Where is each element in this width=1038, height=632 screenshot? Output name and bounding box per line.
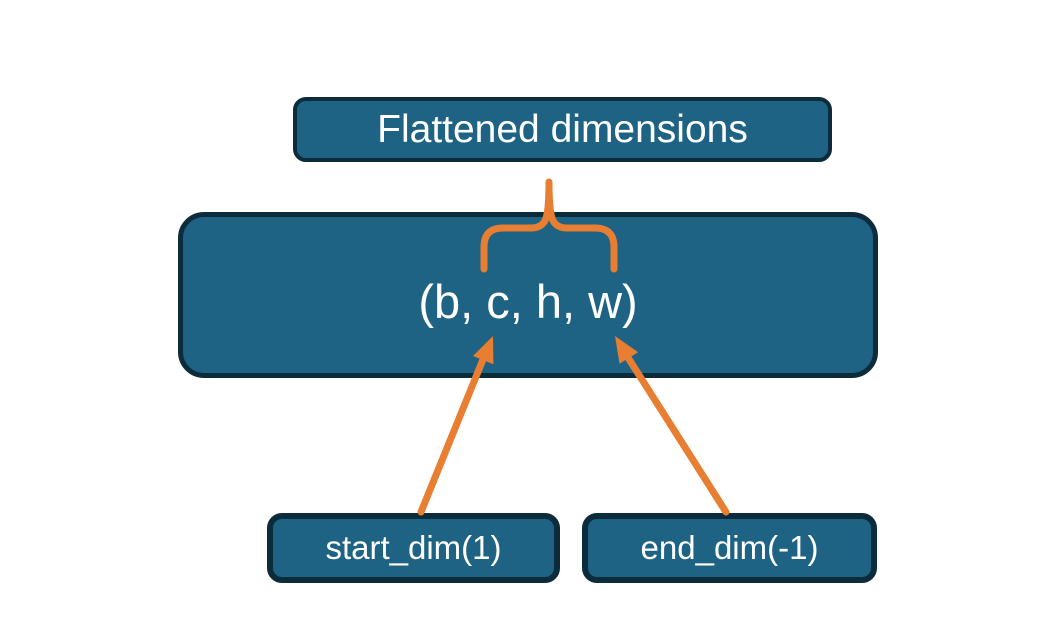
tensor-shape-node: (b, c, h, w) xyxy=(178,212,878,378)
start-dim-node: start_dim(1) xyxy=(267,513,560,583)
end-dim-node: end_dim(-1) xyxy=(582,513,877,583)
tensor-shape-label: (b, c, h, w) xyxy=(418,274,638,328)
end-dim-label: end_dim(-1) xyxy=(640,529,819,566)
start-dim-arrow-shaft xyxy=(417,353,488,516)
flattened-dimensions-label: Flattened dimensions xyxy=(377,107,748,151)
start-dim-label: start_dim(1) xyxy=(325,529,502,566)
end-dim-arrow-shaft xyxy=(623,352,730,516)
flattened-dimensions-node: Flattened dimensions xyxy=(293,97,832,162)
